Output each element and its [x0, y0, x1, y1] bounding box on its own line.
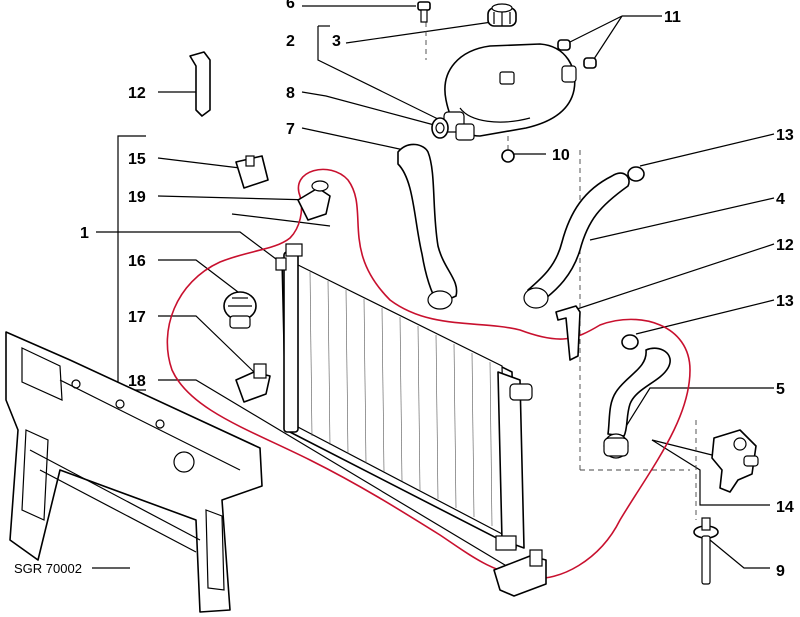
callout-18: 18 [128, 373, 146, 390]
clips [557, 39, 597, 69]
part-17 [235, 363, 271, 403]
radiator [275, 243, 533, 551]
callout-13-right: 13 [776, 293, 794, 310]
callout-12-top: 12 [128, 85, 146, 102]
bolt [417, 1, 431, 23]
highlight-outline [166, 168, 691, 580]
callout-6: 6 [286, 0, 295, 12]
callout-7: 7 [286, 121, 295, 138]
part-19 [297, 180, 331, 221]
callout-1: 1 [80, 225, 89, 242]
hose-4 [523, 172, 630, 309]
front-panel [5, 331, 263, 613]
callout-11: 11 [664, 9, 681, 26]
bolt-9 [693, 517, 719, 585]
clamp-13-top [627, 166, 645, 182]
callout-5: 5 [776, 381, 785, 398]
callout-2: 2 [286, 33, 295, 50]
callout-10: 10 [552, 147, 570, 164]
callout-15: 15 [128, 151, 146, 168]
callout-17: 17 [128, 309, 146, 326]
clamp-8 [431, 117, 449, 139]
bracket-right [555, 305, 581, 361]
hose-7 [397, 143, 458, 310]
callout-8: 8 [286, 85, 295, 102]
bracket-top [189, 51, 211, 117]
part-18 [493, 549, 547, 597]
callout-13-top: 13 [776, 127, 794, 144]
hose-5 [603, 347, 671, 459]
callout-3: 3 [332, 33, 341, 50]
part-15 [235, 155, 269, 189]
part-16 [223, 291, 257, 329]
callout-4: 4 [776, 191, 785, 208]
callout-19: 19 [128, 189, 146, 206]
leader-lines [92, 5, 775, 569]
callout-16: 16 [128, 253, 146, 270]
callouts: 6 2 3 11 12 8 7 13 10 15 19 4 1 12 16 13… [14, 0, 794, 580]
clamp-13-right [621, 334, 639, 350]
callout-9: 9 [776, 563, 785, 580]
callout-14: 14 [776, 499, 794, 516]
callout-12-right: 12 [776, 237, 794, 254]
clip-10 [501, 149, 515, 163]
reference-code: SGR 70002 [14, 561, 82, 576]
expansion-tank [443, 3, 577, 141]
fitting-14 [711, 429, 759, 493]
